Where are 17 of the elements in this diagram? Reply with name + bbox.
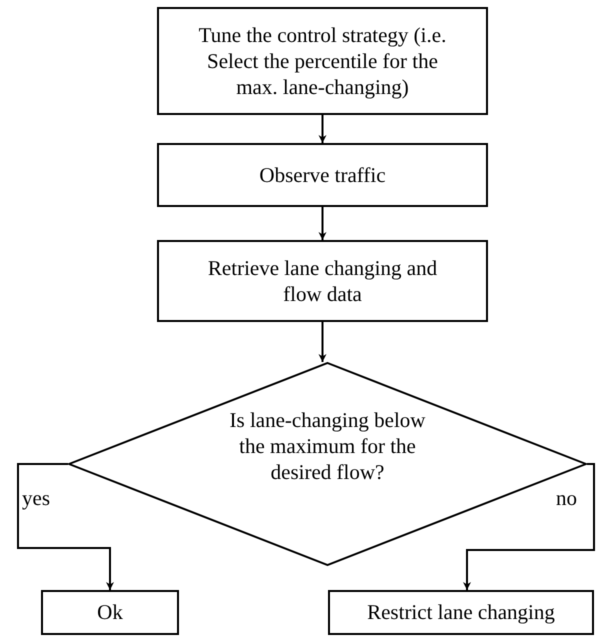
arrow [318, 322, 326, 362]
node-text: Is lane-changing below the maximum for the desired flow? [228, 406, 426, 486]
process-box [157, 143, 488, 207]
arrow [318, 207, 326, 240]
process-box [328, 590, 594, 635]
node-text: Tune the control strategy (i.e. Select the percentile for the max. lane-changing) [198, 22, 448, 100]
process-box [157, 240, 488, 322]
arrow [318, 115, 326, 143]
process-box [157, 7, 488, 115]
decision-diamond [68, 362, 587, 566]
arrow [17, 463, 114, 590]
node-text: Restrict lane changing [367, 599, 555, 626]
node-text: Ok [97, 599, 123, 626]
node-text: Observe traffic [259, 162, 386, 188]
node-text: Retrieve lane changing and flow data [206, 254, 438, 308]
arrow [463, 463, 595, 590]
process-box [41, 590, 179, 635]
